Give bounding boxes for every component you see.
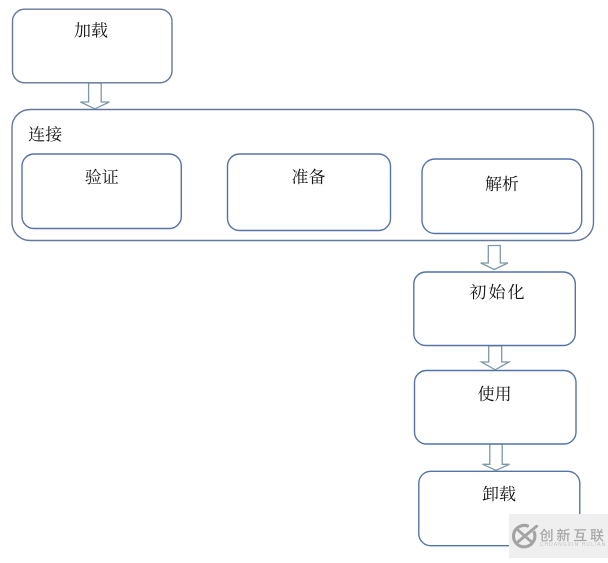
svg-text:CHUANGXIN HULIAN: CHUANGXIN HULIAN: [540, 542, 607, 548]
